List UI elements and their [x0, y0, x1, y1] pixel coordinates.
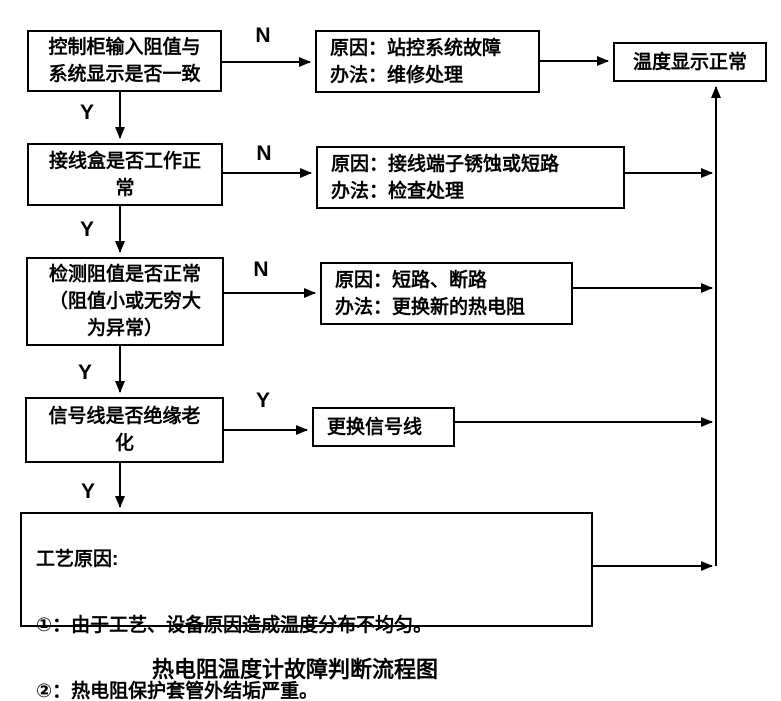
- decision-box-text: 接线盒是否工作正 常: [48, 150, 201, 199]
- decision-box-junction-box-working: 接线盒是否工作正 常: [27, 143, 223, 206]
- decision-box-control-cabinet-resistance: 控制柜输入阻值与 系统显示是否一致: [27, 30, 222, 92]
- decision-box-signal-wire-insulation: 信号线是否绝缘老 化: [25, 397, 224, 463]
- process-cause-title: 工艺原因:: [36, 549, 119, 570]
- decision-box-text: 检测阻值是否正常 （阻值小或无穷大 为异常）: [48, 264, 201, 339]
- result-box-replace-thermal-resistor: 原因：短路、断路 办法：更换新的热电阻: [320, 262, 573, 325]
- decision-box-text: 控制柜输入阻值与 系统显示是否一致: [48, 37, 201, 85]
- edge-label-no-3: N: [253, 258, 269, 281]
- end-box-temperature-display-normal: 温度显示正常: [613, 42, 767, 82]
- process-cause-item-2: ②：热电阻保护套管外结垢严重。: [36, 681, 319, 701]
- edge-label-no-2: N: [256, 142, 272, 165]
- process-cause-item-1: ①：由于工艺、设备原因造成温度分布不均匀。: [36, 615, 433, 636]
- result-box-replace-signal-wire: 更换信号线: [312, 407, 455, 447]
- result-box-terminal-corrosion: 原因：接线端子锈蚀或短路 办法：检查处理: [316, 146, 625, 209]
- result-box-text: 原因：短路、断路 办法：更换新的热电阻: [335, 269, 526, 318]
- diagram-caption: 热电阻温度计故障判断流程图: [151, 657, 438, 682]
- end-box-text: 温度显示正常: [632, 51, 747, 73]
- edge-label-yes-2: Y: [79, 218, 94, 241]
- edge-label-yes-4: Y: [255, 389, 270, 412]
- decision-box-text: 信号线是否绝缘老 化: [48, 406, 201, 454]
- decision-box-measured-resistance-normal: 检测阻值是否正常 （阻值小或无穷大 为异常）: [26, 257, 224, 346]
- edge-label-yes-3: Y: [77, 361, 92, 384]
- result-box-text: 更换信号线: [327, 416, 423, 438]
- result-box-station-control-fault: 原因：站控系统故障 办法：维修处理: [315, 30, 540, 93]
- result-box-text: 原因：站控系统故障 办法：维修处理: [330, 37, 502, 86]
- edge-label-yes-5: Y: [80, 480, 95, 503]
- process-cause-box: 工艺原因: ①：由于工艺、设备原因造成温度分布不均匀。 ②：热电阻保护套管外结垢…: [20, 512, 593, 701]
- edge-label-yes-1: Y: [79, 101, 94, 124]
- result-box-text: 原因：接线端子锈蚀或短路 办法：检查处理: [331, 153, 560, 202]
- edge-label-no-1: N: [255, 24, 271, 47]
